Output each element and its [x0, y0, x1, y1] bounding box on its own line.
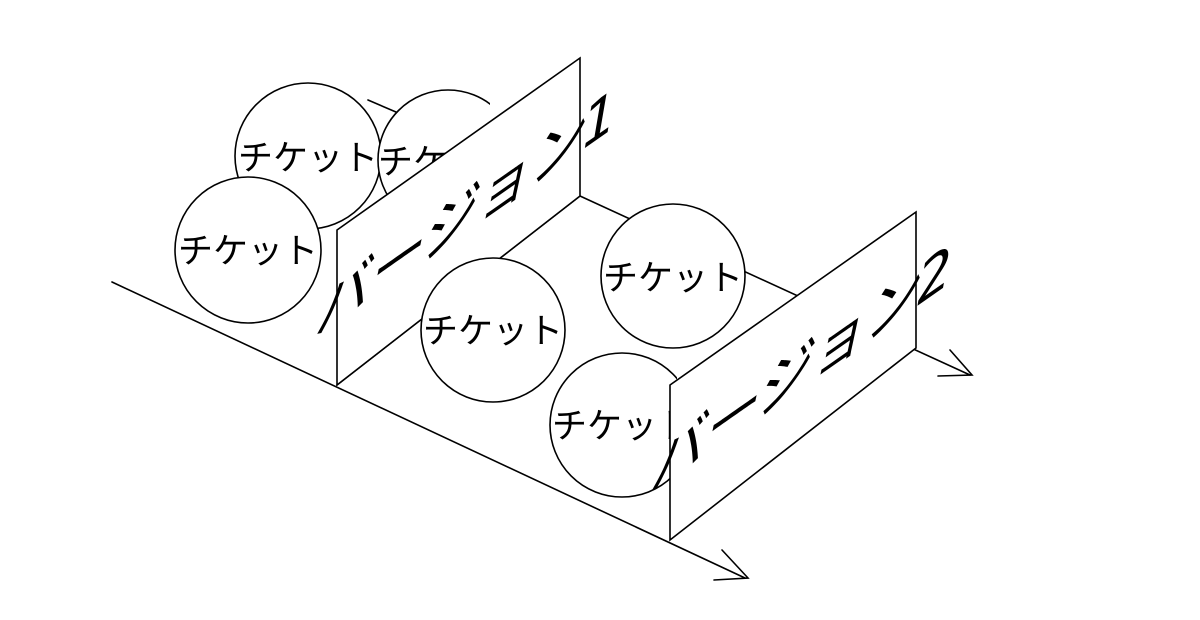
ticket: チケット: [600, 203, 746, 349]
front-axis-line: [111, 281, 746, 579]
ticket-label: チケット: [552, 407, 692, 447]
ticket: チケット: [549, 352, 692, 498]
ticket: チケット: [174, 176, 322, 324]
rear-axis-arrowhead: [937, 349, 974, 377]
ticket-label: チケット: [178, 232, 318, 272]
ticket-label: チケット: [603, 259, 743, 299]
front-axis-arrowhead: [713, 549, 750, 581]
ticket: チケット: [420, 257, 566, 403]
ticket-label: チケット: [238, 139, 378, 179]
ticket-label: チケット: [423, 312, 563, 352]
